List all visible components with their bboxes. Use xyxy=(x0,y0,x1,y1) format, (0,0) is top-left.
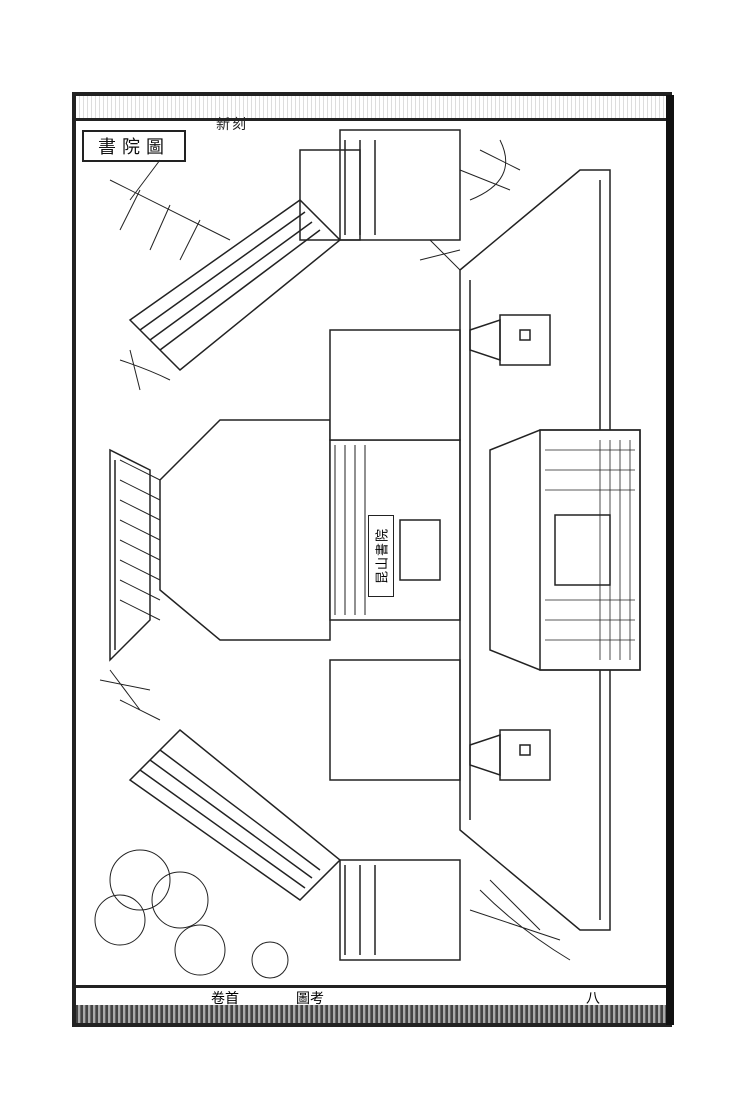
upper-wing xyxy=(128,129,461,441)
page-number: 八 xyxy=(586,991,600,1007)
top-margin-text: 新刻 xyxy=(216,117,248,133)
roof-tiles xyxy=(119,445,366,621)
plaque-text: 昆山書院 xyxy=(375,527,391,585)
incense-burner-lower xyxy=(469,729,551,781)
trees xyxy=(94,139,571,979)
section-label: 圖考 xyxy=(296,991,324,1007)
top-margin-band: 新刻 xyxy=(76,96,666,133)
bottom-noise-band xyxy=(76,1005,666,1023)
lower-wing xyxy=(128,659,461,961)
bottom-margin-band: 卷首 圖考 八 xyxy=(76,985,666,1008)
main-hall xyxy=(109,419,461,662)
gate-pavilion xyxy=(489,429,641,671)
illustration-title: 書院圖 xyxy=(82,130,186,162)
incense-burner-upper xyxy=(469,314,551,366)
volume-label: 卷首 xyxy=(211,991,239,1007)
page-spine-edge xyxy=(666,95,674,1025)
academy-plaque: 昆山書院 xyxy=(368,515,394,597)
illustration-title-text: 書院圖 xyxy=(98,137,170,158)
